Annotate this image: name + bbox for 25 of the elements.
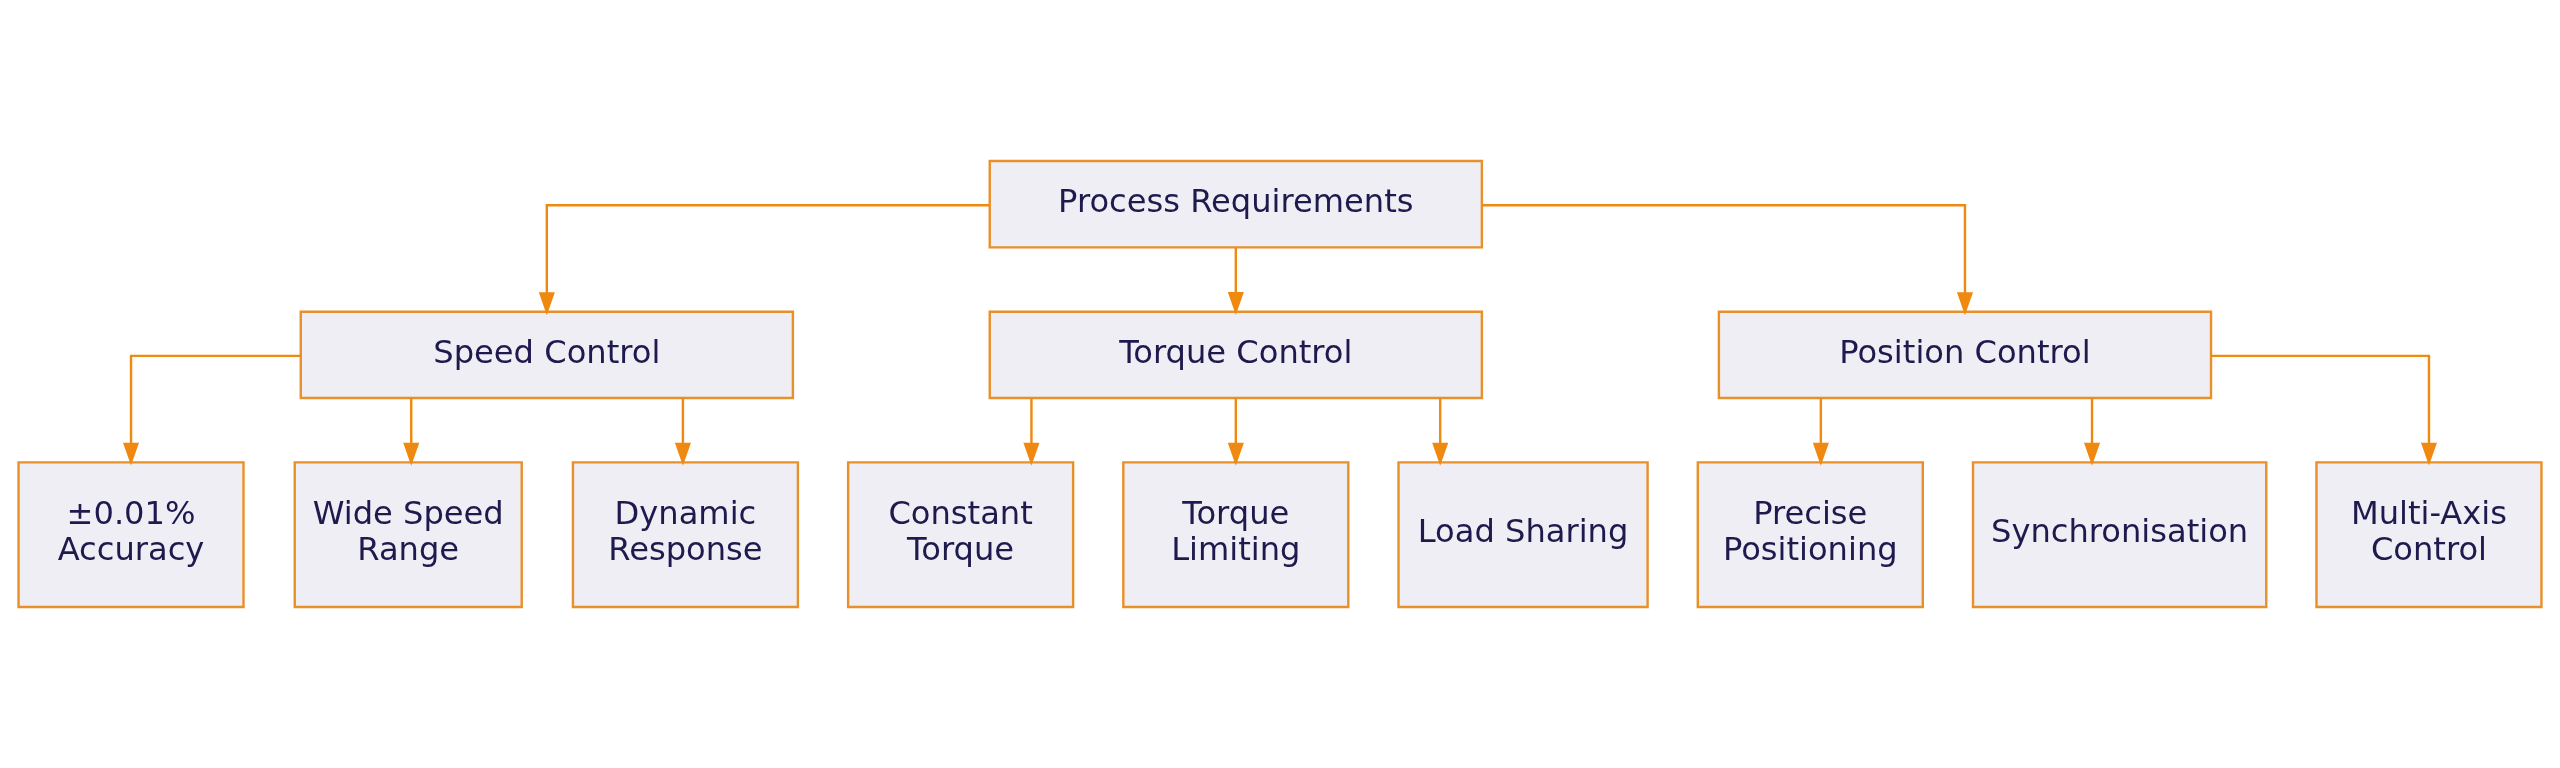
- arrow: [2211, 354, 2437, 466]
- arrow: [2084, 398, 2101, 466]
- arrow: [1432, 398, 1449, 466]
- node-box: Speed Control: [299, 310, 795, 400]
- node-box: Wide Speed Range: [293, 461, 523, 609]
- arrow: [1227, 398, 1244, 466]
- node-box: Synchronisation: [1971, 461, 2268, 609]
- arrow: [1227, 247, 1244, 316]
- node-box: Load Sharing: [1397, 461, 1649, 609]
- node-box: Process Requirements: [988, 159, 1484, 249]
- node-box: ±0.01% Accuracy: [17, 461, 245, 609]
- arrow: [1023, 398, 1040, 466]
- arrow: [1812, 398, 1829, 466]
- node-box: Precise Positioning: [1696, 461, 1924, 609]
- arrow: [403, 398, 420, 466]
- node-box: Dynamic Response: [571, 461, 800, 609]
- node-box: Multi-Axis Control: [2315, 461, 2543, 609]
- arrow: [123, 354, 301, 466]
- arrow: [1482, 204, 1973, 316]
- arrow: [674, 398, 691, 466]
- arrow: [538, 204, 989, 316]
- node-box: Torque Limiting: [1122, 461, 1350, 609]
- node-box: Torque Control: [988, 310, 1484, 400]
- node-box: Position Control: [1717, 310, 2213, 400]
- node-box: Constant Torque: [846, 461, 1075, 609]
